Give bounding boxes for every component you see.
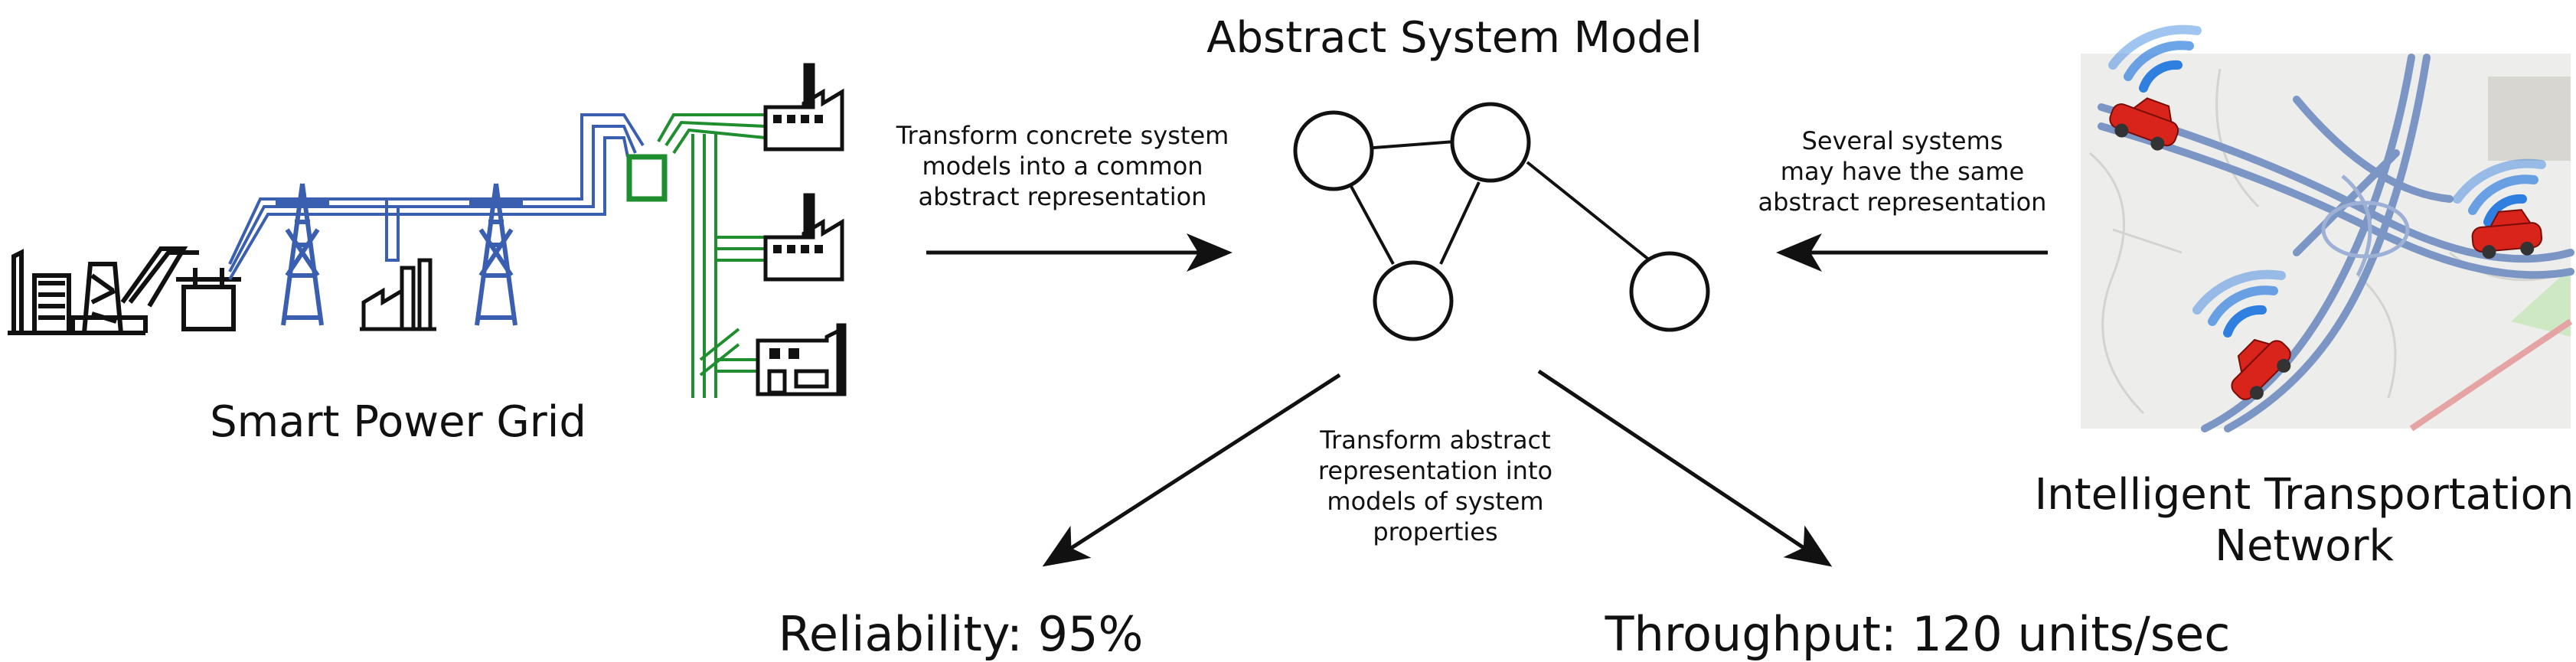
annotation-line: properties	[1373, 517, 1497, 546]
graph-node	[1450, 102, 1531, 183]
throughput-result: Throughput: 120 units/sec	[1605, 606, 2231, 662]
transform-concrete-annotation: Transform concrete system models into a …	[896, 121, 1229, 211]
transmission-lines	[228, 113, 645, 281]
abstract-graph	[1293, 102, 1710, 341]
car-icon	[2471, 209, 2543, 259]
annotation-line: representation into	[1318, 456, 1552, 485]
distribution-network	[626, 113, 766, 398]
graph-edge	[1439, 181, 1481, 265]
graph-node	[1293, 110, 1374, 191]
transmission-tower-icon	[469, 183, 523, 326]
smart-power-grid-label: Smart Power Grid	[210, 397, 586, 447]
wifi-signal-icon	[2453, 158, 2546, 227]
car-icon	[2231, 338, 2291, 400]
annotation-line: abstract representation	[919, 182, 1207, 211]
smart-power-grid-illustration	[8, 63, 847, 398]
transport-network-label-line2: Network	[2215, 521, 2394, 571]
reliability-result: Reliability: 95%	[779, 606, 1144, 662]
annotation-line: Transform concrete system	[896, 121, 1229, 150]
several-systems-annotation: Several systems may have the same abstra…	[1758, 126, 2047, 217]
factory-icon	[763, 63, 844, 152]
transformer-icon	[626, 154, 668, 202]
annotation-line: models into a common	[922, 152, 1203, 181]
annotation-line: Transform abstract	[1319, 426, 1550, 455]
factory-icon	[360, 258, 436, 331]
annotation-line: abstract representation	[1758, 188, 2047, 217]
connected-car	[2453, 158, 2546, 259]
wifi-signal-icon	[2108, 24, 2202, 93]
transportation-map	[2081, 24, 2574, 432]
power-plant-icon	[8, 246, 241, 335]
annotation-line: Several systems	[1802, 126, 2003, 155]
factory-icon	[763, 193, 844, 282]
connected-car	[2192, 269, 2291, 400]
transport-network-label-line1: Intelligent Transportation	[2035, 470, 2574, 520]
wifi-signal-icon	[2192, 269, 2286, 338]
graph-node	[1373, 260, 1454, 341]
arrow-to-reliability	[1042, 373, 1341, 567]
arrow-to-throughput	[1537, 369, 1833, 567]
diagram-title: Abstract System Model	[1206, 13, 1703, 63]
house-icon	[756, 323, 847, 396]
transmission-tower-icon	[276, 183, 329, 326]
graph-edge	[1347, 181, 1395, 265]
car-icon	[2109, 97, 2179, 151]
transform-abstract-annotation: Transform abstract representation into m…	[1318, 426, 1552, 546]
annotation-line: may have the same	[1781, 157, 2024, 186]
annotation-line: models of system	[1327, 487, 1543, 516]
graph-node	[1629, 251, 1710, 332]
graph-edge	[1526, 161, 1651, 262]
connected-car	[2108, 24, 2202, 151]
